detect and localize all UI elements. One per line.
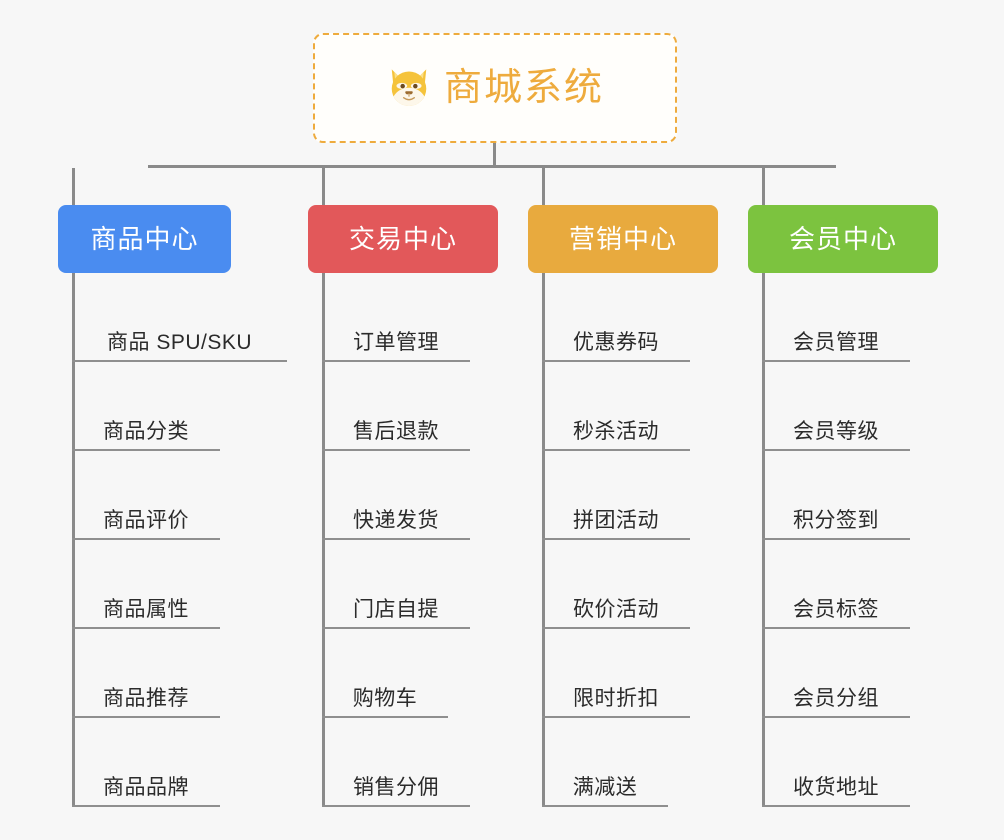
leaf-spine-connector (72, 273, 75, 807)
leaf-label: 拼团活动 (573, 508, 659, 532)
leaf-item[interactable]: 限时折扣 (542, 629, 690, 718)
leaf-item[interactable]: 快递发货 (322, 451, 470, 540)
leaf-label: 会员管理 (793, 330, 879, 354)
leaf-item[interactable]: 售后退款 (322, 362, 470, 451)
leaf-item[interactable]: 砍价活动 (542, 540, 690, 629)
leaf-label: 购物车 (352, 686, 418, 710)
leaf-item[interactable]: 秒杀活动 (542, 362, 690, 451)
leaf-label: 会员等级 (793, 419, 879, 443)
leaf-item[interactable]: 会员管理 (762, 273, 910, 362)
leaf-label: 满减送 (572, 775, 638, 799)
shiba-dog-face-icon (391, 69, 427, 107)
root-node[interactable]: 商城系统 (313, 33, 677, 143)
leaf-label: 积分签到 (793, 508, 879, 532)
leaf-label: 优惠券码 (573, 330, 659, 354)
leaf-item[interactable]: 积分签到 (762, 451, 910, 540)
leaf-label: 销售分佣 (353, 775, 439, 799)
leaf-item[interactable]: 满减送 (542, 718, 668, 807)
category-label: 营销中心 (568, 224, 677, 254)
category-box-3[interactable]: 营销中心 (528, 205, 718, 273)
leaf-item[interactable]: 商品 SPU/SKU (72, 273, 287, 362)
leaf-item[interactable]: 会员标签 (762, 540, 910, 629)
leaf-label: 收货地址 (793, 775, 879, 799)
leaf-item[interactable]: 拼团活动 (542, 451, 690, 540)
leaf-item[interactable]: 会员等级 (762, 362, 910, 451)
branch-drop-connector (762, 168, 765, 205)
leaf-item[interactable]: 商品属性 (72, 540, 220, 629)
leaf-item[interactable]: 收货地址 (762, 718, 910, 807)
leaf-label: 会员标签 (793, 597, 879, 621)
leaf-spine-connector (322, 273, 325, 807)
category-box-4[interactable]: 会员中心 (748, 205, 938, 273)
branch-bus-connector (148, 165, 836, 168)
category-label: 交易中心 (348, 224, 457, 254)
leaf-spine-connector (542, 273, 545, 807)
leaf-spine-connector (762, 273, 765, 807)
category-box-1[interactable]: 商品中心 (58, 205, 231, 273)
root-label: 商城系统 (443, 67, 604, 109)
leaf-item[interactable]: 门店自提 (322, 540, 470, 629)
leaf-label: 售后退款 (353, 419, 439, 443)
leaf-label: 快递发货 (353, 508, 439, 532)
leaf-item[interactable]: 商品品牌 (72, 718, 220, 807)
leaf-item[interactable]: 会员分组 (762, 629, 910, 718)
branch-drop-connector (322, 168, 325, 205)
leaf-item[interactable]: 商品推荐 (72, 629, 220, 718)
leaf-label: 门店自提 (353, 597, 439, 621)
category-label: 商品中心 (90, 224, 199, 254)
branch-drop-connector (542, 168, 545, 205)
leaf-label: 秒杀活动 (573, 419, 659, 443)
leaf-label: 订单管理 (353, 330, 439, 354)
category-label: 会员中心 (788, 224, 897, 254)
branch-drop-connector (72, 168, 75, 205)
category-box-2[interactable]: 交易中心 (308, 205, 498, 273)
leaf-label: 商品推荐 (103, 686, 189, 710)
leaf-label: 砍价活动 (573, 597, 659, 621)
leaf-label: 商品品牌 (103, 775, 189, 799)
leaf-item[interactable]: 购物车 (322, 629, 448, 718)
leaf-item[interactable]: 商品评价 (72, 451, 220, 540)
leaf-label: 商品 SPU/SKU (106, 330, 253, 354)
root-stem-connector (493, 143, 496, 168)
leaf-label: 商品评价 (103, 508, 189, 532)
leaf-label: 会员分组 (793, 686, 879, 710)
leaf-item[interactable]: 销售分佣 (322, 718, 470, 807)
leaf-item[interactable]: 商品分类 (72, 362, 220, 451)
leaf-item[interactable]: 订单管理 (322, 273, 470, 362)
leaf-item[interactable]: 优惠券码 (542, 273, 690, 362)
leaf-label: 商品属性 (103, 597, 189, 621)
leaf-label: 限时折扣 (573, 686, 659, 710)
leaf-label: 商品分类 (103, 419, 189, 443)
